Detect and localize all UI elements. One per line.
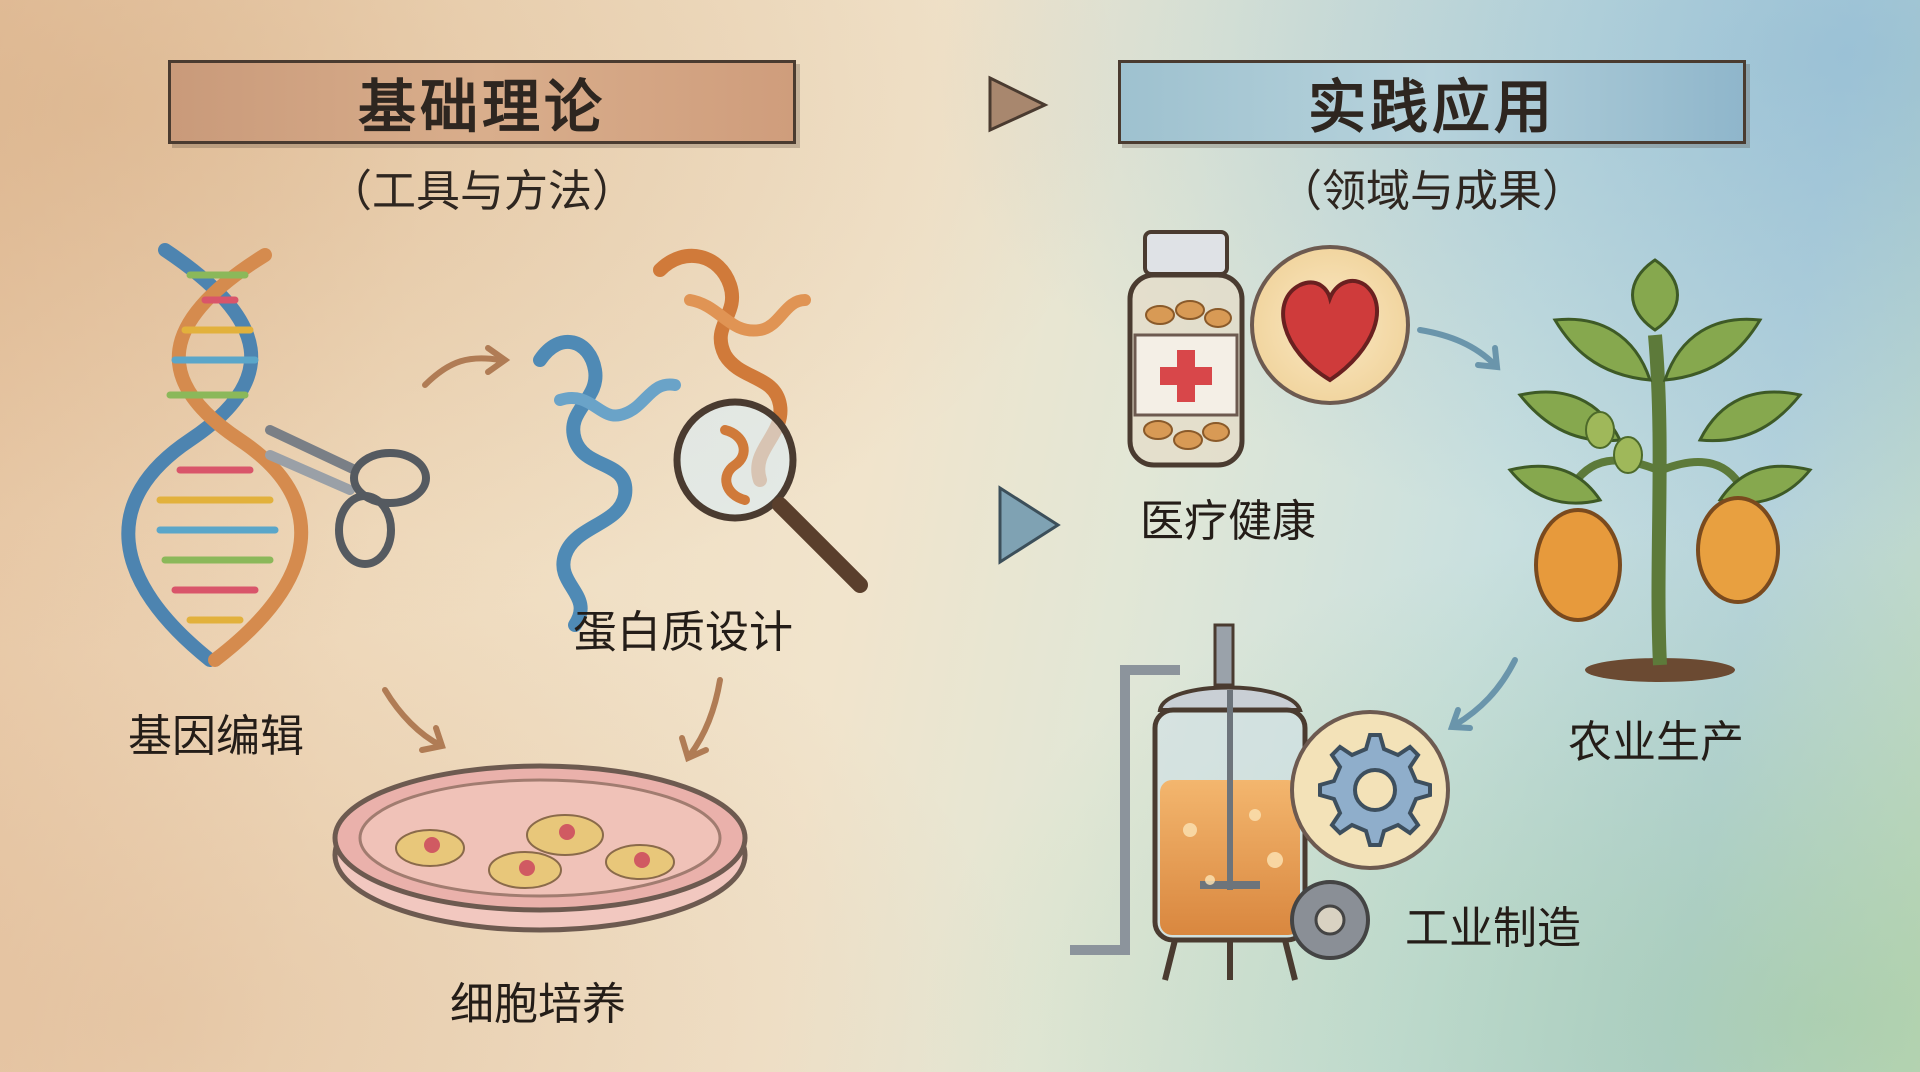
petri-dish-icon xyxy=(332,763,748,933)
label-agriculture: 农业生产 xyxy=(1568,717,1744,768)
label-healthcare: 医疗健康 xyxy=(1140,496,1316,547)
theory-subtitle: （工具与方法） xyxy=(328,166,636,217)
tool-arrows xyxy=(382,345,723,763)
protein-magnifier-icon xyxy=(533,248,868,632)
label-gene-editing: 基因编辑 xyxy=(128,711,304,762)
fruit-plant-icon xyxy=(1507,258,1813,682)
application-arrows xyxy=(1417,327,1518,731)
theory-banner: 基础理论 xyxy=(168,60,796,144)
practice-title: 实践应用 xyxy=(1307,73,1556,141)
practice-subtitle: （领域与成果） xyxy=(1278,166,1586,217)
label-industry: 工业制造 xyxy=(1405,903,1581,954)
bioreactor-gear-icon xyxy=(1070,623,1450,981)
label-protein-design: 蛋白质设计 xyxy=(573,607,793,658)
label-cell-culture: 细胞培养 xyxy=(450,979,626,1030)
header-arrow xyxy=(866,75,1049,133)
dna-scissors-icon xyxy=(121,243,430,667)
medicine-bottle-heart-icon xyxy=(1127,230,1410,468)
theory-title: 基础理论 xyxy=(357,73,606,141)
practice-banner: 实践应用 xyxy=(1118,60,1746,144)
middle-arrow xyxy=(893,485,1061,565)
